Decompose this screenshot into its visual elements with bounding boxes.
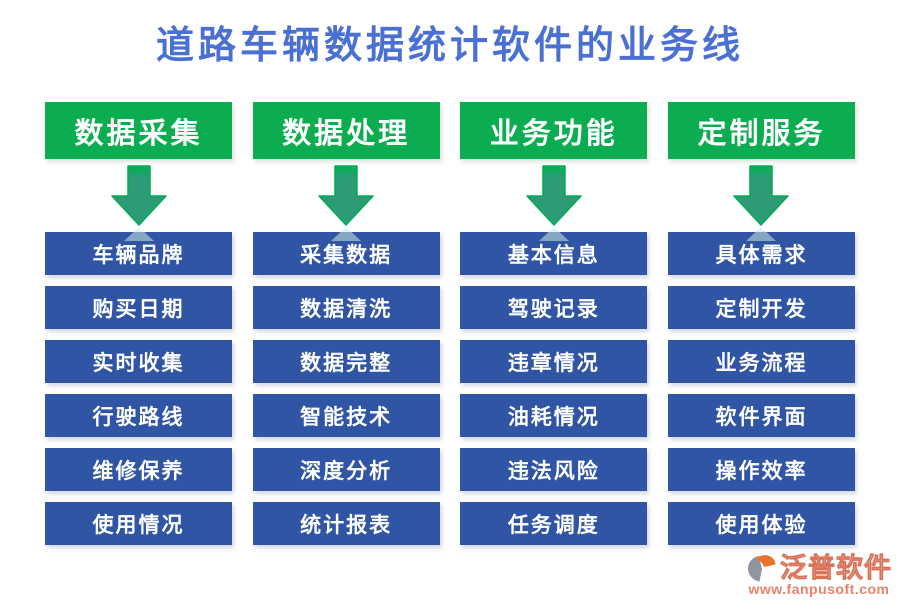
item-box: 驾驶记录 <box>460 286 648 329</box>
item-box: 业务流程 <box>667 340 855 383</box>
column-4: 定制服务 具体需求定制开发业务流程软件界面操作效率使用体验 <box>667 102 855 545</box>
brand-url: www.fanpusoft.com <box>748 581 890 597</box>
item-box: 采集数据 <box>252 232 440 275</box>
item-box: 违章情况 <box>460 340 648 383</box>
down-arrow-icon <box>733 165 790 241</box>
column-1: 数据采集 车辆品牌购买日期实时收集行驶路线维修保养使用情况 <box>45 102 232 545</box>
item-box: 实时收集 <box>45 340 232 383</box>
item-box: 违法风险 <box>460 448 648 491</box>
brand-name: 泛普软件 <box>780 553 892 584</box>
item-box: 数据完整 <box>252 340 440 383</box>
item-box: 具体需求 <box>667 232 855 275</box>
watermark: 泛普软件 www.fanpusoft.com <box>746 553 892 597</box>
item-box: 智能技术 <box>252 394 440 437</box>
column-2: 数据处理 采集数据数据清洗数据完整智能技术深度分析统计报表 <box>252 102 440 545</box>
down-arrow-icon <box>318 165 374 241</box>
item-box: 软件界面 <box>667 394 855 437</box>
item-box: 维修保养 <box>45 448 232 491</box>
item-box: 行驶路线 <box>45 394 232 437</box>
item-box: 统计报表 <box>252 502 440 545</box>
column-3: 业务功能 基本信息驾驶记录违章情况油耗情况违法风险任务调度 <box>460 102 648 545</box>
business-line-diagram: 数据采集 车辆品牌购买日期实时收集行驶路线维修保养使用情况数据处理 采集数据数据… <box>45 102 855 545</box>
column-header: 定制服务 <box>667 102 855 159</box>
item-box: 油耗情况 <box>460 394 648 437</box>
brand-row: 泛普软件 <box>746 553 892 583</box>
column-header: 数据处理 <box>252 102 440 159</box>
column-header: 业务功能 <box>460 102 648 159</box>
item-box: 使用情况 <box>45 502 232 545</box>
item-box: 操作效率 <box>667 448 855 491</box>
item-box: 定制开发 <box>667 286 855 329</box>
column-header: 数据采集 <box>45 102 232 159</box>
item-box: 使用体验 <box>667 502 855 545</box>
page-title: 道路车辆数据统计软件的业务线 <box>155 25 744 67</box>
down-arrow-icon <box>526 165 582 241</box>
item-box: 购买日期 <box>45 286 232 329</box>
item-box: 任务调度 <box>460 502 648 545</box>
fanpu-logo-icon <box>748 555 776 582</box>
down-arrow-icon <box>110 165 167 241</box>
item-box: 深度分析 <box>252 448 440 491</box>
item-box: 数据清洗 <box>252 286 440 329</box>
